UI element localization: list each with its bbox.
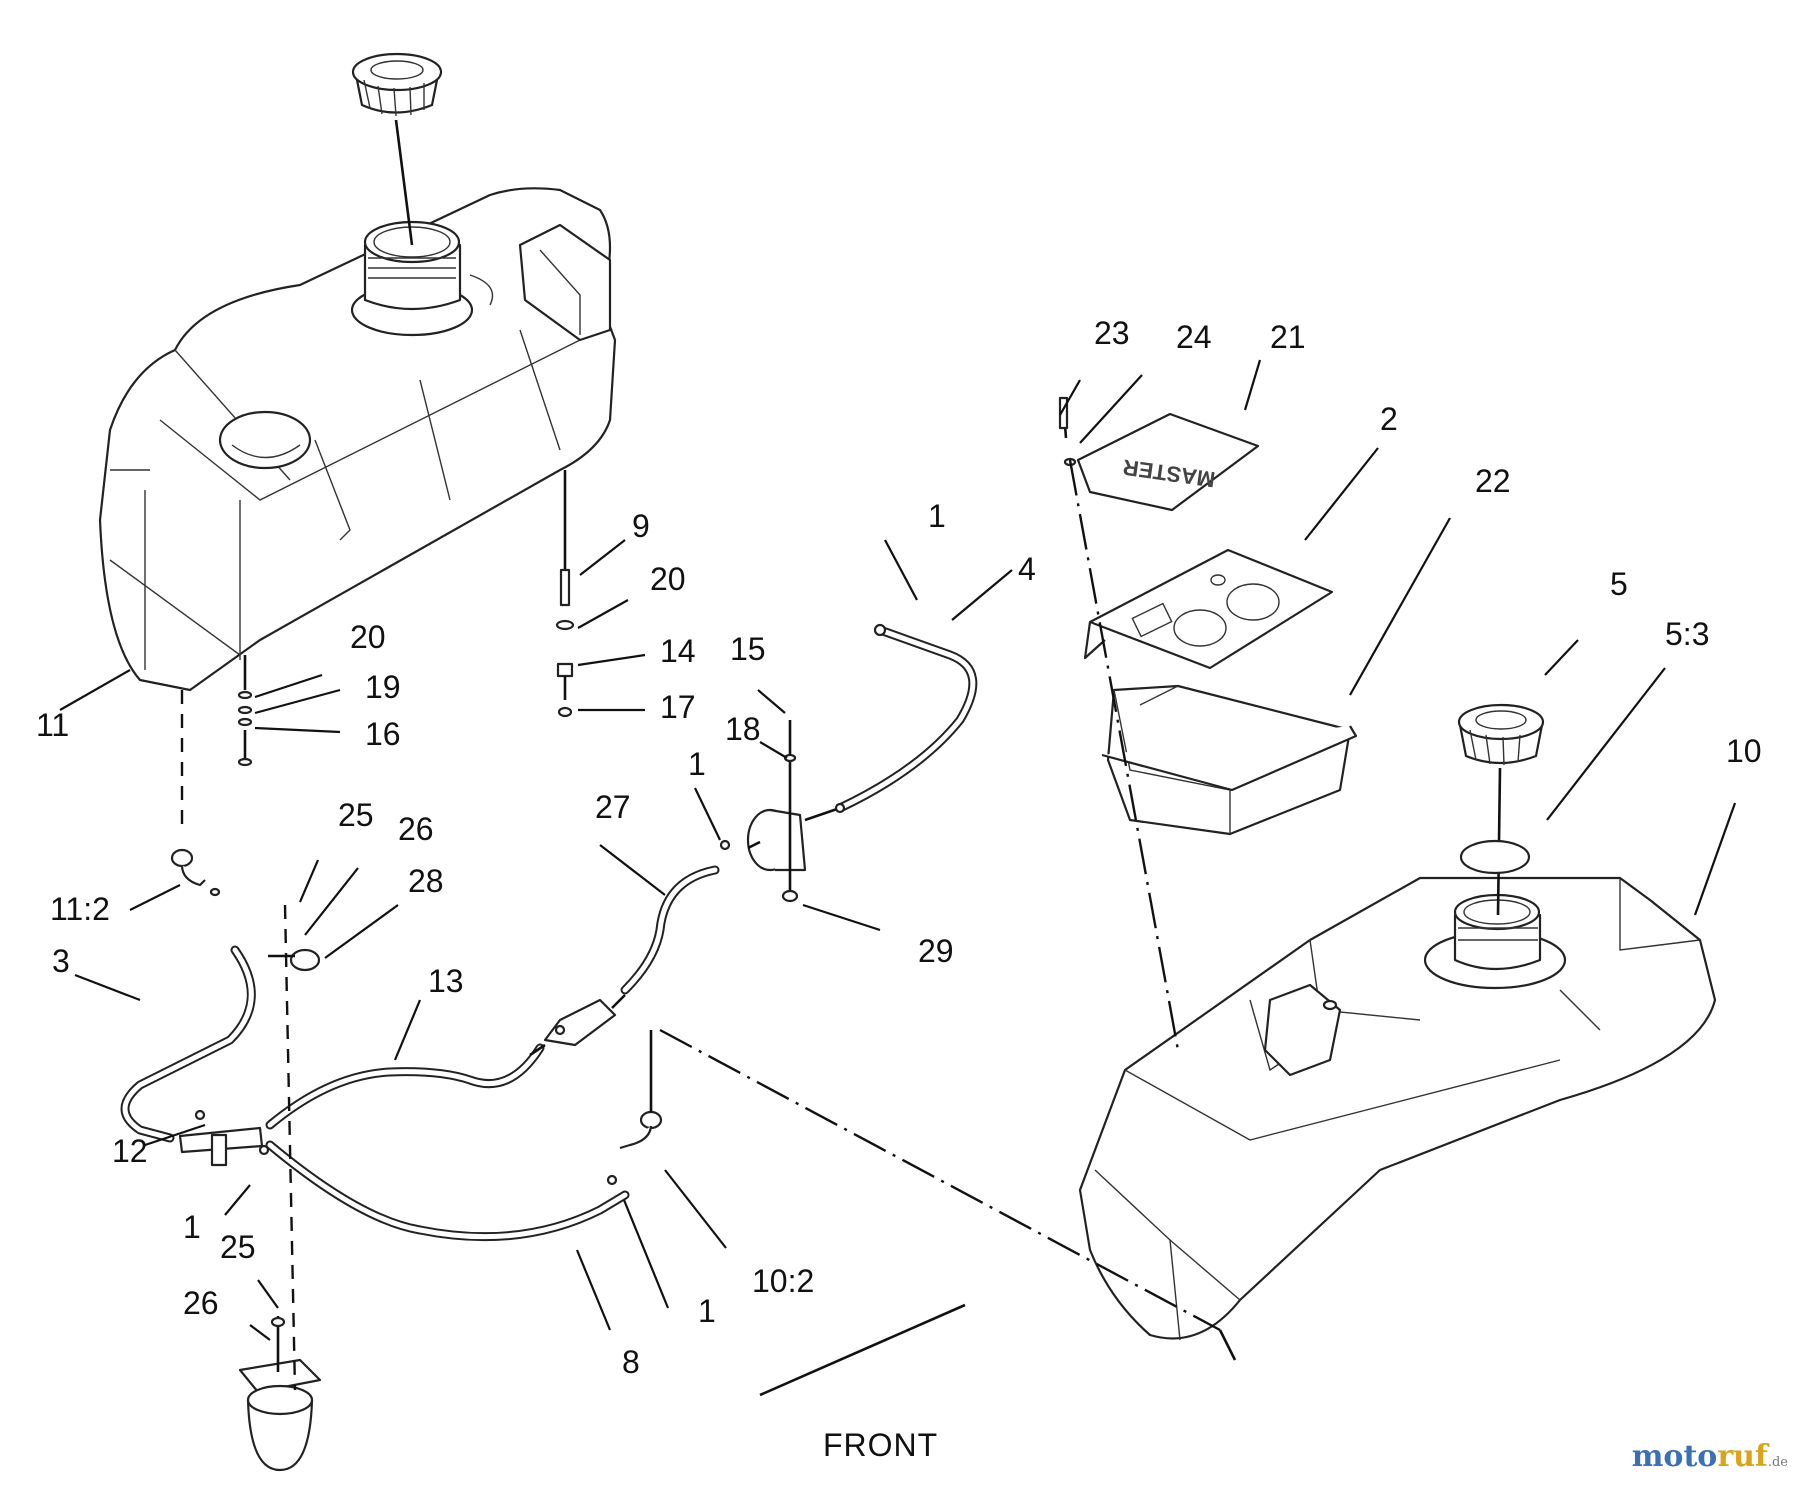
callout-25-top: 25 [338,797,374,833]
callout-23: 23 [1094,315,1130,351]
callout-26-bottom: 26 [183,1285,219,1321]
callout-15: 15 [730,631,766,667]
leader-lines [59,359,1737,1341]
callout-9: 9 [632,508,650,544]
callout-26-top: 26 [398,811,434,847]
callout-2: 2 [1380,401,1398,437]
master-cover-plate: MASTER [1058,396,1260,512]
tee-fitting [178,1126,264,1167]
callout-3: 3 [52,943,70,979]
left-tank-fasteners [180,470,575,830]
front-direction-label: FRONT [823,1427,938,1463]
callout-22: 22 [1475,463,1511,499]
watermark-part1: moto [1631,1439,1718,1474]
callout-5-3: 5:3 [1665,616,1709,652]
callout-16: 16 [365,716,401,752]
fuel-pump [746,720,841,903]
callout-25-bottom: 25 [220,1229,256,1265]
inline-filter-canister [238,1316,322,1472]
callout-5: 5 [1610,566,1628,602]
callout-27: 27 [595,789,631,825]
right-fuel-tank [1078,703,1717,1341]
callout-10: 10 [1726,733,1762,769]
callout-17: 17 [660,689,696,725]
callout-11: 11 [36,707,69,743]
watermark-part2: ruf [1717,1439,1768,1474]
watermark-logo: motoruf.de [1632,1439,1788,1474]
callout-13: 13 [428,963,464,999]
callout-1-top: 1 [928,498,946,534]
assembly-lines [283,459,1237,1397]
storage-tray [1101,684,1358,836]
hose-elbow-left [170,848,221,897]
callout-28: 28 [408,863,444,899]
right-fuel-cap [1457,703,1545,766]
callout-14: 14 [660,633,696,669]
left-fuel-cap [351,52,443,117]
callout-1-bottom: 1 [698,1293,716,1329]
callout-19: 19 [365,669,401,705]
callout-12: 12 [112,1133,148,1169]
shutoff-valve [268,948,321,972]
control-panel-plate [1083,548,1334,670]
callout-21: 21 [1270,319,1306,355]
callout-1-mid: 1 [688,746,706,782]
callout-20-right: 20 [650,561,686,597]
callout-labels: 23 24 21 2 22 1 4 5 5:3 10 9 20 14 17 15… [36,315,1762,1463]
callout-24: 24 [1176,319,1212,355]
callout-8: 8 [622,1344,640,1380]
callout-20-left: 20 [350,619,386,655]
hose-elbow-right [619,1030,663,1150]
callout-29: 29 [918,933,954,969]
callout-18: 18 [725,711,761,747]
fuel-hoses [120,625,978,1242]
callout-1-bottom-left: 1 [183,1209,201,1245]
hose-clamps [194,623,887,1186]
fuel-filter [529,994,626,1057]
callout-11-2: 11:2 [50,891,110,927]
left-fuel-tank [98,52,617,692]
callout-4: 4 [1018,551,1036,587]
watermark-part3: .de [1767,1455,1788,1470]
callout-10-2: 10:2 [752,1263,814,1299]
